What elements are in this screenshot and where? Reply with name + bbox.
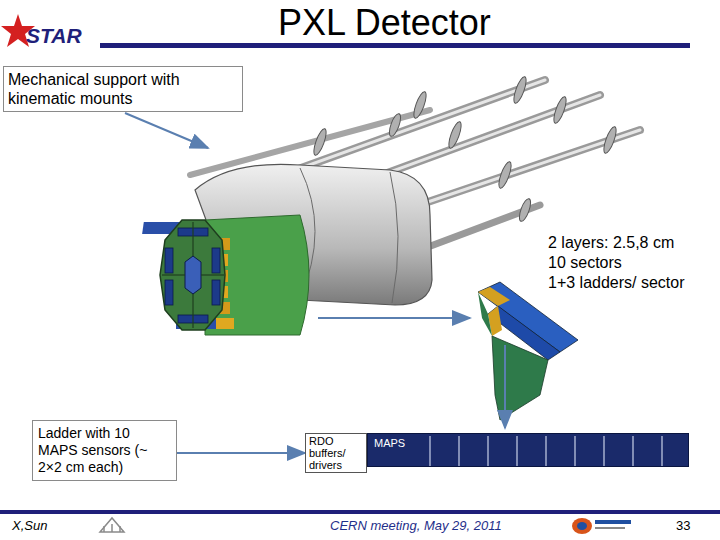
leader-arrow [125,113,208,148]
sensor-divider [545,436,546,466]
leader-arrow [318,317,470,319]
meeting-info: CERN meeting, May 29, 2011 [330,518,502,533]
leader-arrow [504,345,506,428]
spec-note: 1+3 ladders/ sector [548,274,685,292]
page-number: 33 [676,518,690,533]
sensor-divider [487,436,488,466]
callout-box: Mechanical support with kinematic mounts [3,66,243,112]
lab-logo [100,518,124,532]
logo-text: STAR [26,24,82,48]
sector-module [478,282,578,420]
footer-rule [0,510,720,514]
connector-arrow [177,452,305,454]
sensor-divider [429,436,430,466]
maps-strip: MAPS [367,433,689,467]
sensor-divider [603,436,604,466]
face-spokes [162,222,224,328]
sensor-divider [632,436,633,466]
sensor-divider [516,436,517,466]
beam-hole [185,256,201,294]
sensor-divider [574,436,575,466]
doe-logo [572,518,631,534]
header-rule [100,43,690,48]
node-text: MAPS [374,436,682,450]
node-text: RDO buffers/ drivers [309,435,363,471]
slide-title: PXL Detector [278,2,491,44]
sensor-divider [458,436,459,466]
node-text: Ladder with 10 MAPS sensors (~ 2×2 cm ea… [38,425,171,476]
rdo-box: RDO buffers/ drivers [305,433,367,473]
housing-edge [300,168,398,303]
sensor-cells [368,434,688,466]
node-text: Mechanical support with kinematic mounts [8,70,238,108]
spec-note: 2 layers: 2.5,8 cm [548,234,674,252]
spec-note: 10 sectors [548,254,622,272]
barrel-face [160,220,225,330]
callout-box: Ladder with 10 MAPS sensors (~ 2×2 cm ea… [32,420,177,481]
sensor-divider [661,436,662,466]
author: X,Sun [12,518,47,533]
